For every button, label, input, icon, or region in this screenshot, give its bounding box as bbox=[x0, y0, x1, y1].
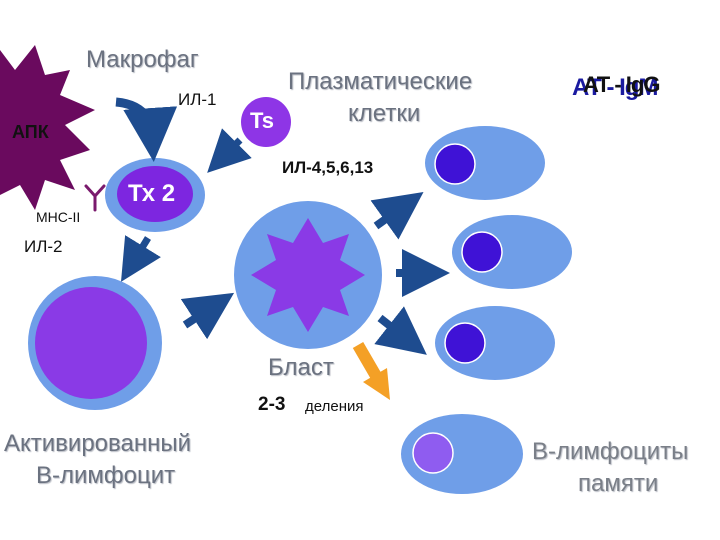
th2-nucleus bbox=[117, 166, 193, 222]
antibody-igm-label: АТ - IgM bbox=[572, 74, 658, 101]
blast-label: Бласт bbox=[268, 354, 334, 381]
plasma-cells-label-line2: клетки bbox=[348, 100, 421, 127]
th2-to-activated-arrow bbox=[120, 235, 161, 282]
ts-to-th2-arrow bbox=[207, 128, 252, 173]
il1-label: ИЛ-1 bbox=[178, 90, 217, 109]
plasma-cell-1-nucleus bbox=[434, 143, 476, 185]
blast-to-plasma-arrow-1 bbox=[370, 192, 424, 240]
blast-to-memory-arrow bbox=[352, 341, 390, 400]
mhc-receptor-icon bbox=[84, 184, 106, 212]
memory-b-cell-nucleus bbox=[412, 432, 454, 474]
macrophage-label: Макрофаг bbox=[86, 46, 199, 73]
blast-nucleus bbox=[251, 218, 365, 332]
macrophage-to-th2-arrow bbox=[115, 97, 178, 162]
il2-label: ИЛ-2 bbox=[24, 237, 63, 256]
divisions-word: деления bbox=[305, 398, 364, 415]
memory-b-label-line1: В-лимфоциты bbox=[532, 438, 689, 465]
th2-label: Тх 2 bbox=[128, 180, 176, 207]
plasma-cells-label-line1: Плазматические bbox=[288, 68, 473, 95]
plasma-cell-2-nucleus bbox=[461, 231, 503, 273]
blast-to-plasma-arrow-3 bbox=[374, 306, 427, 355]
memory-b-label-line2: памяти bbox=[578, 470, 659, 497]
apc-label: АПК bbox=[12, 122, 49, 142]
ts-label: Ts bbox=[250, 108, 275, 133]
activated-b-cell-nucleus bbox=[35, 287, 147, 399]
activated-b-label-line1: Активированный bbox=[4, 430, 192, 457]
activated-b-label-line2: В-лимфоцит bbox=[36, 462, 176, 489]
activated-to-blast-arrow bbox=[180, 292, 235, 340]
apc-cell bbox=[0, 45, 95, 210]
divisions-number: 2-3 bbox=[258, 394, 286, 415]
ts-cell bbox=[241, 97, 291, 147]
plasma-cell-3-nucleus bbox=[444, 322, 486, 364]
antibody-igg-label: АТ - IgG bbox=[583, 72, 660, 97]
interleukins-label: ИЛ-4,5,6,13 bbox=[282, 158, 374, 177]
mhc-label: МНС-II bbox=[36, 209, 81, 225]
